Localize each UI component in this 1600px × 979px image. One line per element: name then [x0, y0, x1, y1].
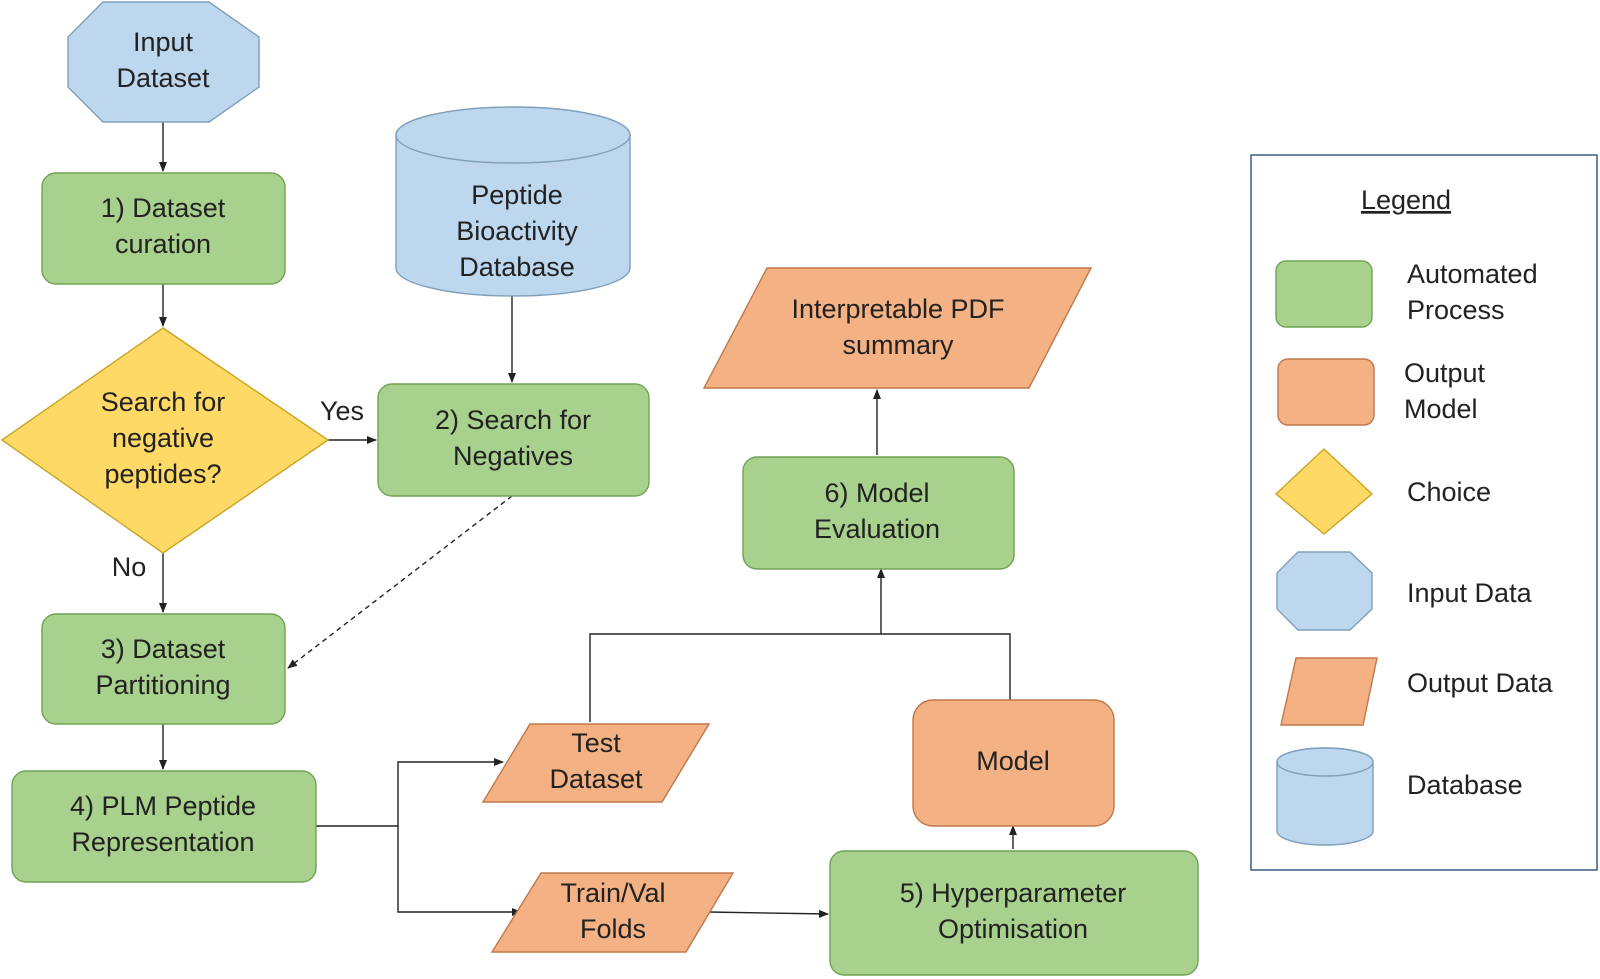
text-line: 2) Search for — [435, 405, 591, 435]
text-line: Model — [976, 746, 1050, 776]
pdf-summary-label: Interpretable PDF summary — [791, 294, 1004, 360]
text-line: Dataset — [549, 764, 643, 794]
pdf-summary-node: Interpretable PDF summary — [702, 267, 1093, 389]
text-line: 4) PLM Peptide — [70, 791, 256, 821]
text-line: Train/Val — [560, 878, 665, 908]
process-box — [742, 456, 1015, 570]
process-box — [11, 770, 317, 883]
octagon-shape — [67, 1, 260, 123]
text-line: Input — [133, 27, 194, 57]
text-line: peptides? — [104, 459, 221, 489]
text-line: Dataset — [116, 63, 210, 93]
model-label: Model — [976, 746, 1050, 776]
text-line: Output — [1404, 358, 1486, 388]
legend-swatch-process — [1275, 260, 1373, 328]
legend-swatch-database — [1276, 747, 1374, 846]
model-node: Model — [912, 699, 1115, 827]
cylinder-top — [395, 106, 631, 164]
legend-label-choice: Choice — [1407, 477, 1491, 507]
text-line: negative — [112, 423, 214, 453]
legend-label-output-data: Output Data — [1407, 668, 1554, 698]
text-line: Automated — [1407, 259, 1538, 289]
text-line: Output Data — [1407, 668, 1554, 698]
arrow-search-to-partitioning-dashed — [287, 495, 513, 669]
search-choice-node: Search for negative peptides? — [0, 327, 330, 554]
legend-cylinder-top — [1276, 747, 1374, 777]
text-line: 3) Dataset — [101, 634, 226, 664]
diamond-shape — [0, 327, 330, 554]
arrow-plm-to-test-dataset — [316, 758, 504, 827]
text-line: curation — [115, 229, 211, 259]
text-line: 5) Hyperparameter — [900, 878, 1127, 908]
arrow-plm-to-train-folds — [397, 826, 522, 916]
parallelogram-shape — [481, 723, 711, 803]
text-line: Interpretable PDF — [791, 294, 1004, 324]
line-test-dataset-up — [589, 633, 1011, 722]
legend-label-input-data: Input Data — [1407, 578, 1533, 608]
text-line: Evaluation — [814, 514, 940, 544]
text-line: 1) Dataset — [101, 193, 226, 223]
legend-label-database: Database — [1407, 770, 1523, 800]
dataset-curation-label: 1) Dataset curation — [101, 193, 226, 259]
process-box — [41, 613, 286, 725]
text-line: Folds — [580, 914, 646, 944]
process-box — [829, 850, 1199, 976]
edge-label-no: No — [112, 552, 147, 582]
text-line: Optimisation — [938, 914, 1088, 944]
text-line: Input Data — [1407, 578, 1533, 608]
text-line: Search for — [101, 387, 226, 417]
search-choice-label: Search for negative peptides? — [101, 387, 226, 489]
dataset-curation-node: 1) Dataset curation — [41, 172, 286, 285]
text-line: summary — [842, 330, 954, 360]
legend-swatch-output-data — [1280, 657, 1378, 726]
text-line: Choice — [1407, 477, 1491, 507]
text-line: Bioactivity — [456, 216, 578, 246]
text-line: Partitioning — [95, 670, 230, 700]
text-line: Model — [1404, 394, 1478, 424]
legend-swatch-choice — [1274, 448, 1374, 535]
text-line: Peptide — [471, 180, 563, 210]
text-line: Database — [1407, 770, 1523, 800]
legend-swatch-input-data — [1276, 551, 1373, 631]
text-line: 6) Model — [824, 478, 929, 508]
text-line: Negatives — [453, 441, 573, 471]
parallelogram-shape — [702, 267, 1093, 389]
edge-label-yes: Yes — [320, 396, 364, 426]
legend-swatch-output-model — [1277, 358, 1375, 426]
process-box — [41, 172, 286, 285]
connectors — [159, 122, 1017, 918]
legend-title: Legend — [1361, 185, 1451, 215]
process-box — [377, 383, 650, 497]
output-box — [912, 699, 1115, 827]
text-line: Test — [571, 728, 621, 758]
text-line: Process — [1407, 295, 1505, 325]
arrow-folds-to-hyperparameter — [708, 909, 829, 918]
text-line: Representation — [71, 827, 254, 857]
parallelogram-shape — [490, 872, 735, 953]
text-line: Database — [459, 252, 575, 282]
